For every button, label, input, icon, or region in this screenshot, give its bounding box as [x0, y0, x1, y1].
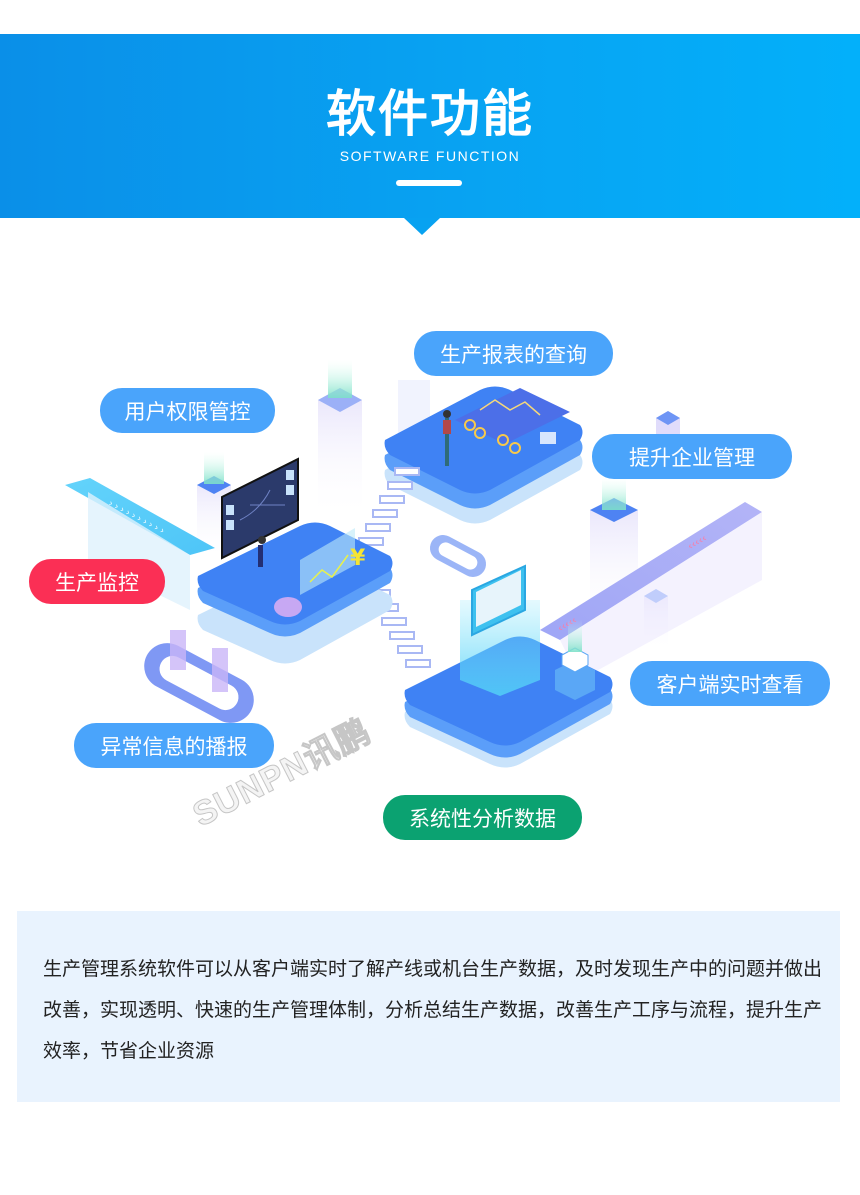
feature-systematic-data-analysis[interactable]: 系统性分析数据 — [383, 795, 582, 840]
feature-client-realtime-view[interactable]: 客户端实时查看 — [630, 661, 830, 706]
page-title: 软件功能 — [326, 85, 534, 143]
staircase-upper — [358, 467, 420, 546]
isometric-illustration: › › › › › › › › › › ‹‹‹‹‹ ‹‹‹‹‹ — [65, 360, 762, 768]
svg-text:¥: ¥ — [350, 546, 366, 571]
feature-exception-broadcast[interactable]: 异常信息的播报 — [74, 723, 274, 768]
platform-monitoring: ¥ — [197, 457, 393, 664]
feature-production-report-query[interactable]: 生产报表的查询 — [414, 331, 613, 376]
feature-production-monitoring[interactable]: 生产监控 — [29, 559, 165, 604]
description-text: 生产管理系统软件可以从客户端实时了解产线或机台生产数据，及时发现生产中的问题并做… — [43, 958, 823, 1062]
feature-user-permission-control[interactable]: 用户权限管控 — [100, 388, 275, 433]
racetrack-small — [429, 535, 487, 577]
platform-reports — [384, 386, 583, 524]
description-box: 生产管理系统软件可以从客户端实时了解产线或机台生产数据，及时发现生产中的问题并做… — [17, 911, 840, 1102]
page-subtitle: SOFTWARE FUNCTION — [339, 148, 521, 164]
title-underline — [396, 180, 462, 186]
platform-client — [404, 564, 613, 768]
racetrack-large — [144, 630, 254, 723]
feature-enterprise-management[interactable]: 提升企业管理 — [592, 434, 792, 479]
banner-notch — [404, 218, 440, 235]
header-banner — [0, 34, 860, 218]
